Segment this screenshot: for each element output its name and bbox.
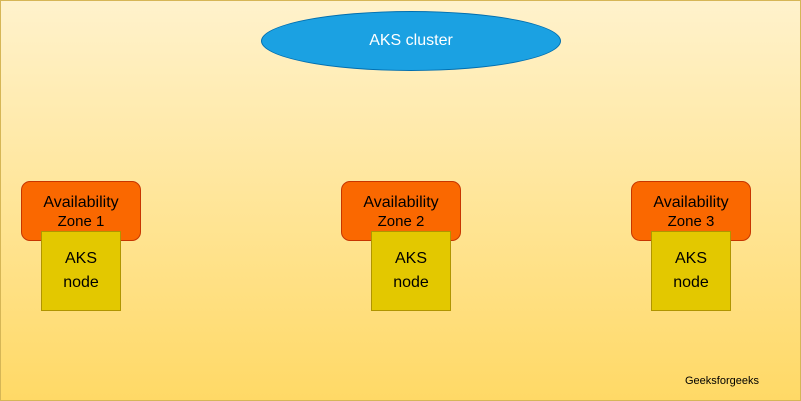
aks-cluster-ellipse: AKS cluster bbox=[261, 11, 561, 71]
node-label: node bbox=[673, 274, 709, 291]
watermark: Geeksforgeeks bbox=[685, 375, 759, 387]
zone-label: Availability bbox=[363, 194, 439, 211]
aks-node-2: AKS node bbox=[371, 231, 451, 311]
node-label: node bbox=[393, 274, 429, 291]
node-label: AKS bbox=[64, 250, 97, 267]
aks-node-3: AKS node bbox=[651, 231, 731, 311]
node-label: AKS bbox=[674, 250, 707, 267]
aks-cluster-label: AKS cluster bbox=[369, 32, 453, 49]
zone-number: Zone 1 bbox=[57, 213, 105, 230]
zone-number: Zone 2 bbox=[377, 213, 425, 230]
zone-label: Availability bbox=[653, 194, 729, 211]
node-label: node bbox=[63, 274, 99, 291]
aks-node-1: AKS node bbox=[41, 231, 121, 311]
zone-number: Zone 3 bbox=[667, 213, 715, 230]
zone-label: Availability bbox=[43, 194, 119, 211]
availability-zone-2: Availability Zone 2 bbox=[341, 181, 461, 241]
node-label: AKS bbox=[394, 250, 427, 267]
